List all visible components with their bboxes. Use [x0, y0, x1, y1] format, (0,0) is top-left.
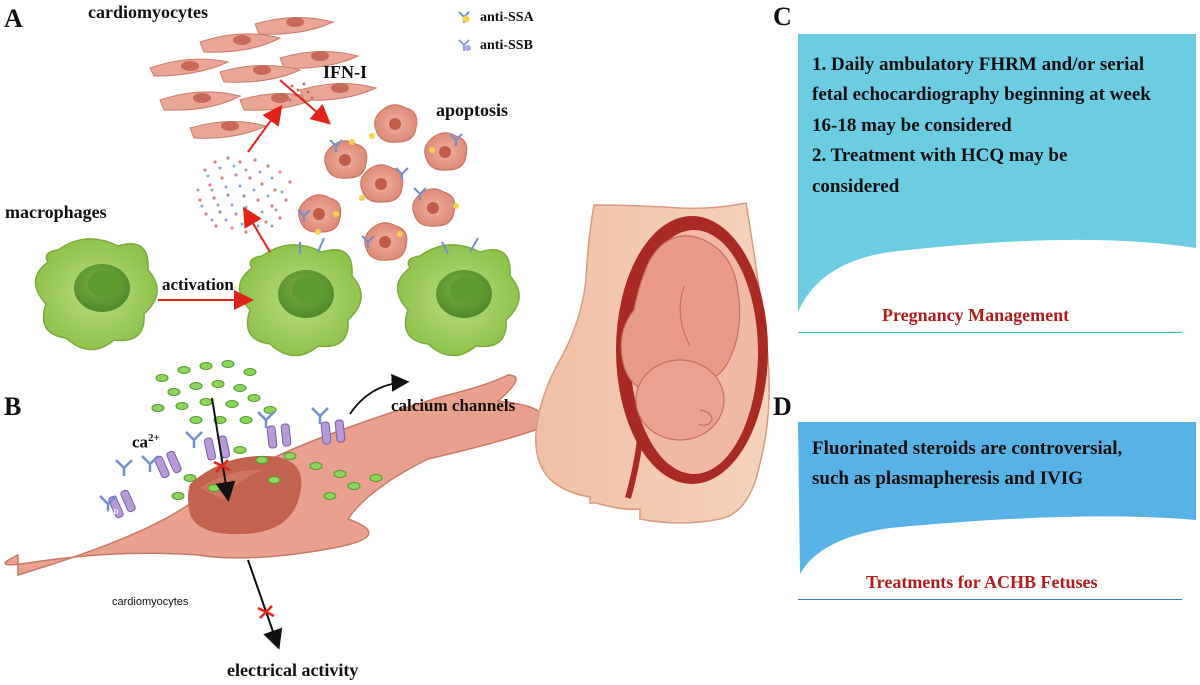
- block-mark-lower: [257, 605, 275, 619]
- cardiomyocyte-large: [4, 374, 544, 577]
- treatments-text: Fluorinated steroids are controversial, …: [812, 434, 1192, 495]
- block-mark-upper: [213, 459, 231, 473]
- pm-line-4: 2. Treatment with HCQ may be: [812, 145, 1068, 167]
- pm-line-3: 16-18 may be considered: [812, 114, 1012, 136]
- electrical-activity-label: electrical activity: [227, 660, 359, 680]
- apoptotic-cells: [297, 104, 468, 261]
- pregnancy-management-rule: [798, 332, 1182, 333]
- legend-anti-ssa: anti-SSA: [480, 10, 534, 25]
- pregnancy-illustration: [535, 202, 770, 524]
- activation-label: activation: [162, 275, 234, 294]
- treatments-title: Treatments for ACHB Fetuses: [866, 572, 1098, 592]
- tr-line-1: Fluorinated steroids are controversial,: [812, 438, 1123, 459]
- ifn-particle-cloud: [196, 156, 292, 234]
- macrophages-label: macrophages: [5, 202, 107, 222]
- legend-icons: [458, 11, 471, 51]
- anti-ssb-icon: [458, 39, 471, 51]
- panel-label-c: C: [773, 2, 792, 31]
- macrophage-phagocytic: [396, 237, 520, 357]
- panel-label-a: A: [4, 4, 23, 33]
- pm-line-1: 1. Daily ambulatory FHRM and/or serial: [812, 54, 1145, 75]
- pregnancy-management-title: Pregnancy Management: [882, 305, 1070, 325]
- tr-line-2: such as plasmapheresis and IVIG: [812, 468, 1084, 490]
- apoptosis-label: apoptosis: [436, 100, 509, 120]
- panel-a-arrows: [158, 79, 332, 310]
- cardiomyocytes-label-b: cardiomyocytes: [112, 596, 189, 608]
- panel-b-arrows: [211, 373, 410, 650]
- legend-anti-ssb: anti-SSB: [480, 38, 533, 53]
- panel-label-b: B: [4, 392, 22, 421]
- calcium-ion-label: ca2+: [132, 432, 160, 453]
- panel-label-d: D: [773, 392, 792, 421]
- ifn-label: IFN-I: [323, 62, 367, 82]
- calcium-ion-charge: 2+: [148, 432, 160, 444]
- macrophage-resting: [34, 238, 158, 351]
- cardiomyocyte-cluster: [149, 16, 378, 139]
- cardiomyocytes-label-a: cardiomyocytes: [88, 2, 208, 22]
- pm-line-2: fetal echocardiography beginning at week: [812, 84, 1151, 106]
- calcium-channels-label: calcium channels: [391, 396, 516, 415]
- pregnancy-management-text: 1. Daily ambulatory FHRM and/or serial f…: [812, 50, 1192, 202]
- macrophage-cells: [34, 237, 520, 357]
- pregnancy-management-card-bg: [798, 34, 1196, 312]
- channel-tag: α1D: [106, 508, 119, 516]
- calcium-ion-base: ca: [132, 432, 149, 452]
- treatments-rule: [798, 599, 1182, 600]
- pm-line-5: considered: [812, 175, 900, 197]
- anti-ssa-icon: [458, 11, 470, 23]
- calcium-channel-proteins: [99, 407, 346, 519]
- treatments-card-bg: [798, 422, 1196, 574]
- calcium-vesicles: [151, 360, 383, 500]
- macrophage-activated: [238, 237, 362, 357]
